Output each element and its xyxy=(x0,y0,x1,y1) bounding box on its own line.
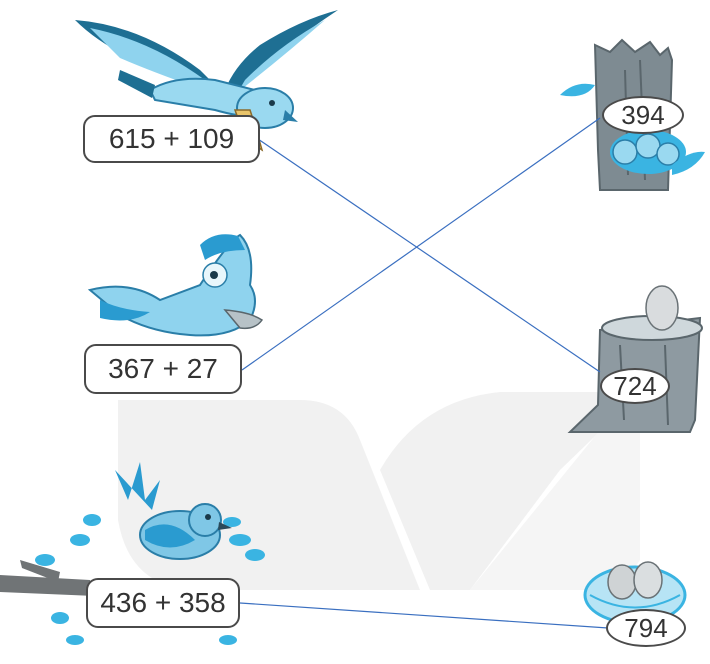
match-line-436-794 xyxy=(239,602,609,629)
expression-box-2[interactable]: 367 + 27 xyxy=(84,344,242,394)
matching-lines xyxy=(239,117,609,629)
branch-bird xyxy=(0,462,265,645)
watermark-logo xyxy=(118,392,640,590)
match-line-367-394 xyxy=(241,117,601,371)
bird-nest xyxy=(583,561,687,625)
result-oval-724[interactable]: 724 xyxy=(600,368,670,404)
expression-box-1[interactable]: 615 + 109 xyxy=(83,115,260,163)
fluffy-bird xyxy=(87,233,264,337)
result-oval-394[interactable]: 394 xyxy=(602,96,684,134)
result-oval-794[interactable]: 794 xyxy=(606,609,686,647)
expression-box-3[interactable]: 436 + 358 xyxy=(86,578,240,628)
match-line-615-724 xyxy=(257,138,601,373)
